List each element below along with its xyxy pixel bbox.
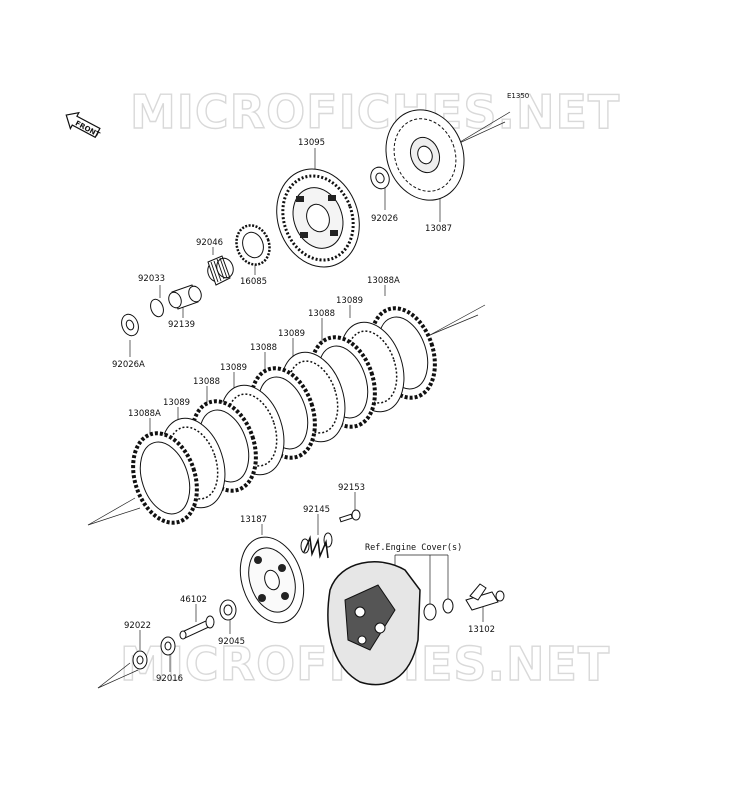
washer-92022 <box>132 650 148 670</box>
callout-92016: 92016 <box>156 674 183 684</box>
callout-92022: 92022 <box>124 621 151 631</box>
callout-13089-4: 13089 <box>163 398 190 408</box>
callout-13088a-top: 13088A <box>367 276 400 286</box>
clutch-plate-stack <box>131 306 437 525</box>
callout-92139: 92139 <box>168 320 195 330</box>
front-arrow-icon: FRONT <box>65 111 101 139</box>
pressure-plate-13187 <box>239 536 305 624</box>
callout-13088-1: 13088 <box>308 309 335 319</box>
callout-16085: 16085 <box>240 277 267 287</box>
callout-92026: 92026 <box>371 214 398 224</box>
push-rod-46102 <box>179 615 215 640</box>
cover-seals <box>423 598 454 621</box>
washer-92026 <box>370 166 390 190</box>
ref-engine-cover-label: Ref.Engine Cover(s) <box>365 543 462 553</box>
collar-92139 <box>168 284 202 310</box>
callout-92026a: 92026A <box>112 360 145 370</box>
callout-92033: 92033 <box>138 274 165 284</box>
callout-13087: 13087 <box>425 224 452 234</box>
clutch-hub-13095 <box>276 168 360 268</box>
callout-92153: 92153 <box>338 483 365 493</box>
gear-16085 <box>235 224 271 266</box>
callout-13089-2: 13089 <box>278 329 305 339</box>
spring-92145 <box>300 532 333 559</box>
callout-13088a-bottom: 13088A <box>128 409 161 419</box>
nut-92016 <box>160 636 176 656</box>
needle-bearing-92046 <box>207 255 234 286</box>
callout-13088-2: 13088 <box>250 343 277 353</box>
watermark-top: MICROFICHES.NET <box>130 85 620 139</box>
engine-cover <box>327 561 421 686</box>
clutch-housing-13087 <box>385 109 465 201</box>
callout-13102: 13102 <box>468 625 495 635</box>
circlip-92033 <box>150 298 164 318</box>
callout-46102: 46102 <box>180 595 207 605</box>
washer-92026a <box>121 313 139 337</box>
callout-labels: E1350 13095 92026 13087 92046 16085 9203… <box>112 92 529 684</box>
leader-lines <box>87 111 511 689</box>
callout-13089-3: 13089 <box>220 363 247 373</box>
callout-13095: 13095 <box>298 138 325 148</box>
callout-e1350: E1350 <box>507 92 529 100</box>
callout-13187: 13187 <box>240 515 267 525</box>
callout-92045: 92045 <box>218 637 245 647</box>
callout-92145: 92145 <box>303 505 330 515</box>
bolt-92153 <box>339 509 361 523</box>
bearing-92045 <box>219 599 237 621</box>
callout-13088-3: 13088 <box>193 377 220 387</box>
friction-plate-13088a-bottom <box>131 431 199 525</box>
callout-92046: 92046 <box>196 238 223 248</box>
callout-13089-1: 13089 <box>336 296 363 306</box>
release-lever-13102 <box>465 583 505 611</box>
